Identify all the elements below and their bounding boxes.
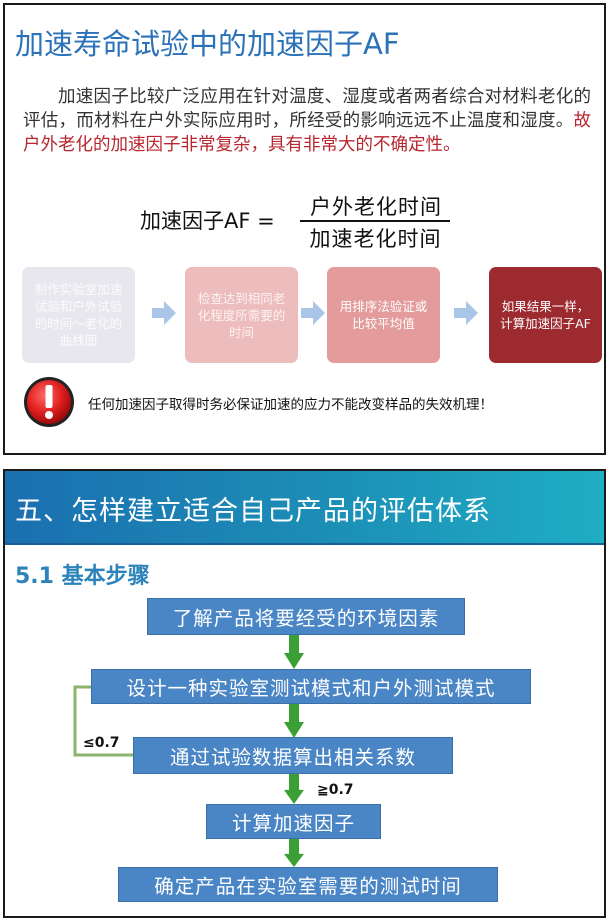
formula-label: 加速因子AF =	[140, 209, 275, 233]
down-arrow-icon	[284, 635, 304, 669]
panel2-header: 五、怎样建立适合自己产品的评估体系	[5, 471, 604, 545]
formula-denominator: 加速老化时间	[309, 227, 442, 251]
formula-numerator: 户外老化时间	[310, 195, 442, 219]
af-description: 加速因子比较广泛应用在针对温度、湿度或者两者综合对材料老化的评估，而材料在户外实…	[23, 85, 591, 157]
warning-text: 任何加速因子取得时务必保证加速的应力不能改变样品的失效机理！	[88, 397, 493, 413]
af-description-normal: 加速因子比较广泛应用在针对温度、湿度或者两者综合对材料老化的评估，而材料在户外实…	[23, 87, 591, 131]
right-arrow-icon	[152, 301, 176, 325]
flow-step-3: 通过试验数据算出相关系数	[133, 737, 453, 774]
evaluation-panel: 五、怎样建立适合自己产品的评估体系 5.1 基本步骤 了解产品将要经受的环境因素…	[3, 469, 606, 918]
fraction-bar	[300, 220, 450, 222]
down-arrow-icon	[284, 704, 304, 738]
right-arrow-icon	[454, 301, 478, 325]
af-formula: 加速因子AF = 户外老化时间 加速老化时间	[140, 191, 470, 251]
warning-icon	[24, 377, 74, 427]
down-arrow-icon	[284, 839, 304, 867]
flow-step-5: 确定产品在实验室需要的测试时间	[118, 867, 498, 902]
process-step-3: 用排序法验证或比较平均值	[327, 267, 440, 363]
flow-step-1: 了解产品将要经受的环境因素	[147, 598, 465, 635]
forward-condition: ≧0.7	[317, 782, 354, 798]
panel1-title: 加速寿命试验中的加速因子AF	[15, 27, 400, 61]
loop-condition: ≤0.7	[83, 735, 120, 751]
flow-step-2: 设计一种实验室测试模式和户外测试模式	[91, 669, 531, 704]
process-step-4: 如果结果一样，计算加速因子AF	[489, 267, 602, 363]
down-arrow-icon	[284, 774, 304, 804]
process-step-2: 检查达到相同老化程度所需要的时间	[185, 267, 298, 363]
process-step-1: 制作实验室加速试验和户外试验的时间～老化的曲线图	[22, 267, 135, 363]
panel2-title: 五、怎样建立适合自己产品的评估体系	[15, 496, 491, 527]
section-subtitle: 5.1 基本步骤	[15, 564, 150, 589]
right-arrow-icon	[301, 301, 325, 325]
af-panel: 加速寿命试验中的加速因子AF 加速因子比较广泛应用在针对温度、湿度或者两者综合对…	[3, 3, 606, 455]
flow-step-4: 计算加速因子	[206, 804, 381, 839]
af-description-highlight: 故户外老化的加速因子非常复杂，具有非常大的不确定性。	[23, 111, 591, 155]
